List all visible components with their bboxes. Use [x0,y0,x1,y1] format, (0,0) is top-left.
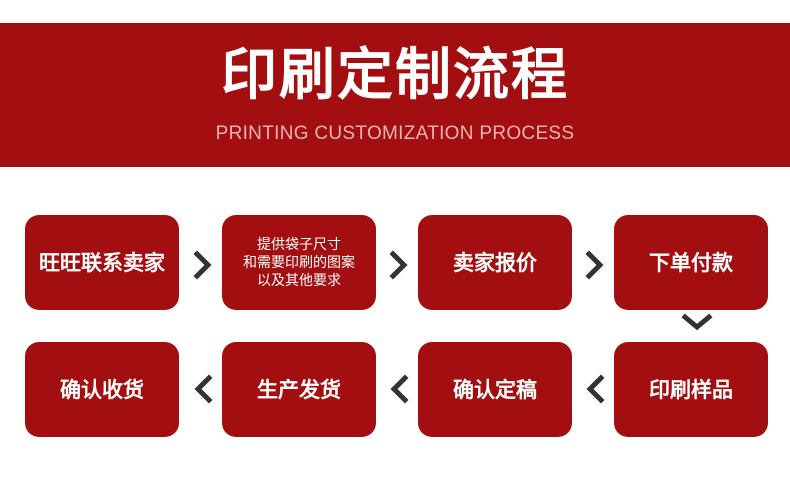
step-label: 确认收货 [60,377,144,402]
step-contact-seller: 旺旺联系卖家 [25,215,179,310]
step-print-sample: 印刷样品 [614,342,768,437]
step-label: 印刷样品 [649,377,733,402]
step-label: 生产发货 [257,377,341,402]
chevron-left-icon [388,374,410,404]
page-subtitle: PRINTING CUSTOMIZATION PROCESS [215,123,575,144]
chevron-left-icon [584,374,606,404]
chevron-right-icon [584,250,606,280]
header-banner [0,23,790,167]
step-label: 卖家报价 [453,250,537,275]
step-place-order: 下单付款 [614,215,768,310]
page-title: 印刷定制流程 [221,43,569,108]
step-confirm-receipt: 确认收货 [25,342,179,437]
chevron-down-icon [680,313,714,331]
chevron-right-icon [388,250,410,280]
step-provide-requirements: 提供袋子尺寸 和需要印刷的图案 以及其他要求 [222,215,376,310]
step-confirm-final: 确认定稿 [418,342,572,437]
step-production-shipping: 生产发货 [222,342,376,437]
step-seller-quote: 卖家报价 [418,215,572,310]
step-label: 确认定稿 [453,377,537,402]
step-label: 下单付款 [649,250,733,275]
step-label: 提供袋子尺寸 和需要印刷的图案 以及其他要求 [243,236,355,289]
step-label: 旺旺联系卖家 [39,250,165,275]
chevron-right-icon [192,250,214,280]
chevron-left-icon [192,374,214,404]
